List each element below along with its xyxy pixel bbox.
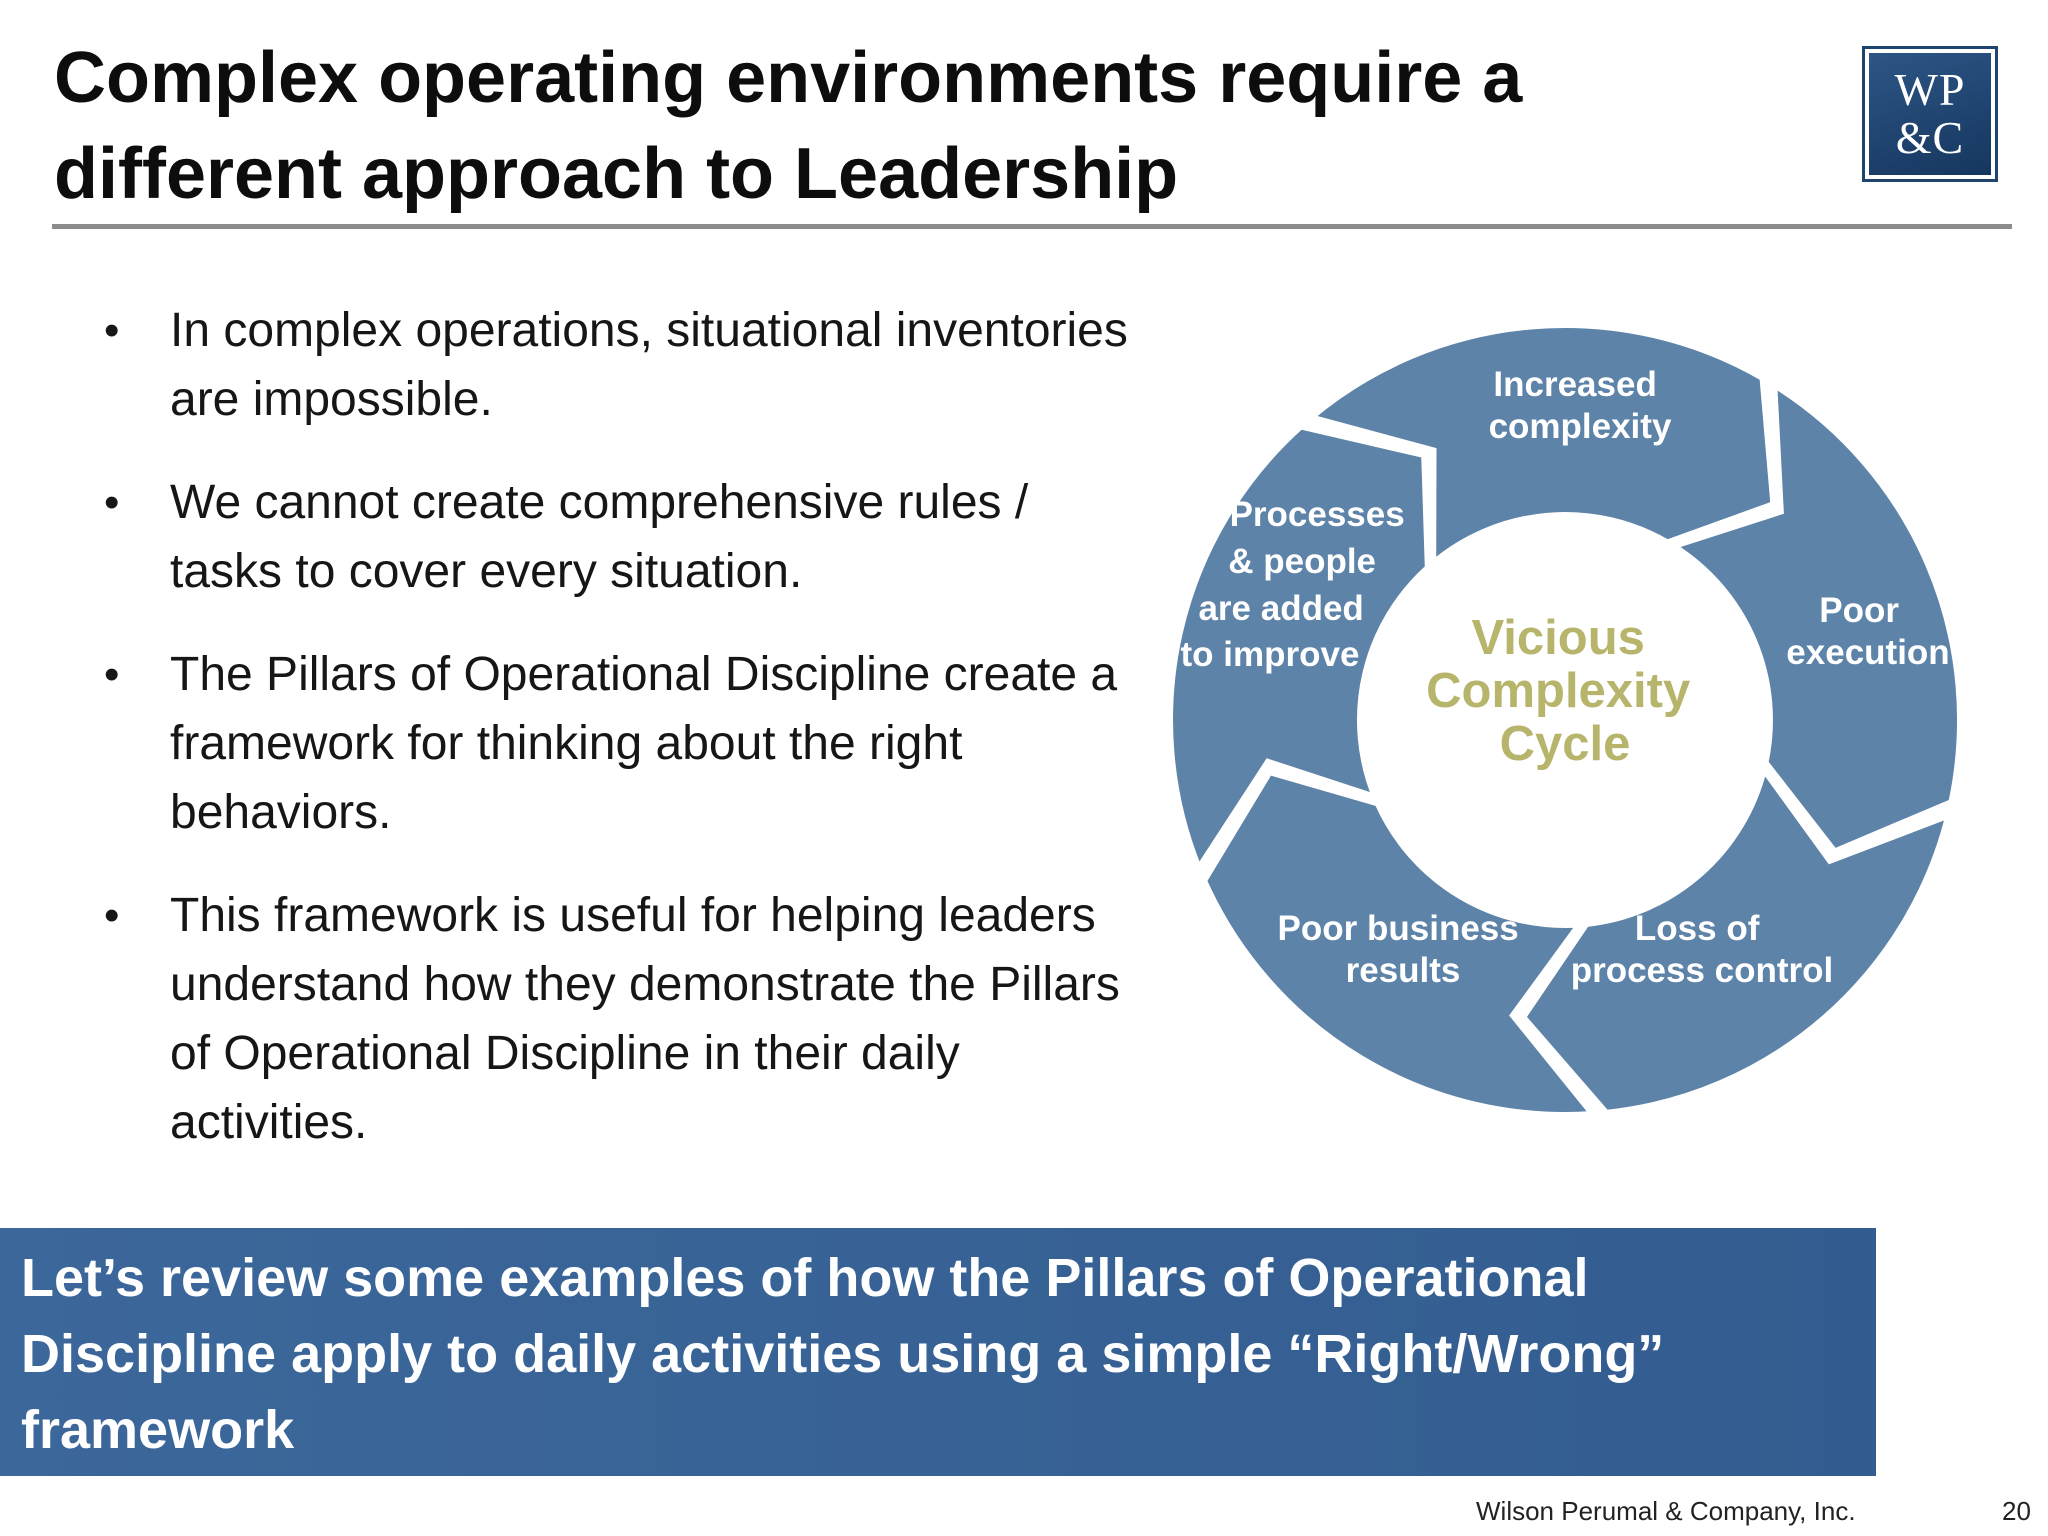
callout-line-3: framework <box>21 1400 295 1460</box>
cycle-center-line-1: Vicious <box>1471 611 1644 665</box>
step-5-line-1: Processes <box>1230 495 1405 534</box>
footer-page-number: 20 <box>2002 1496 2031 1526</box>
cycle-segments <box>1167 321 1964 1118</box>
footer-company-name: Wilson Perumal & Company, Inc. <box>1476 1496 1856 1526</box>
company-logo: WP &C <box>1862 46 1998 182</box>
segment-poor-business-results <box>1200 768 1599 1118</box>
segment-loss-of-process-control <box>1519 762 1953 1116</box>
bullet-text: In complex operations, situational inven… <box>170 304 1128 426</box>
step-5-line-3: are added <box>1198 589 1363 628</box>
bullet-text: The Pillars of Operational Discipline cr… <box>170 648 1118 839</box>
step-3-line-2: process control <box>1571 951 1834 990</box>
segment-increased-complexity <box>1304 321 1777 570</box>
bullet-dot-icon: • <box>104 478 120 527</box>
vicious-complexity-cycle-diagram: Increased complexity Poor execution Loss… <box>1167 321 1964 1118</box>
slide-title: Complex operating environments require a… <box>54 30 1754 222</box>
cycle-center-line-2: Complexity <box>1426 664 1690 718</box>
bullet-dot-icon: • <box>104 306 120 355</box>
step-loss-of-process-control-label: Loss of process control <box>1571 909 1834 990</box>
slide-title-line-2: different approach to Leadership <box>54 134 1179 214</box>
bullet-item: • The Pillars of Operational Discipline … <box>104 640 1144 847</box>
slide-title-line-1: Complex operating environments require a <box>54 38 1523 118</box>
cycle-center-line-3: Cycle <box>1500 717 1631 771</box>
step-1-line-1: Increased <box>1493 365 1656 404</box>
bullet-item: • This framework is useful for helping l… <box>104 881 1144 1157</box>
step-4-line-2: results <box>1346 951 1461 990</box>
bullet-list: • In complex operations, situational inv… <box>104 296 1144 1191</box>
step-2-line-1: Poor <box>1819 591 1899 630</box>
step-increased-complexity-label: Increased complexity <box>1489 365 1672 446</box>
cycle-center-title: Vicious Complexity Cycle <box>1426 611 1704 771</box>
bullet-text: This framework is useful for helping lea… <box>170 889 1120 1149</box>
logo-text-line-1: WP <box>1894 64 1966 115</box>
bullet-item: • We cannot create comprehensive rules /… <box>104 468 1144 606</box>
bullet-dot-icon: • <box>104 650 120 699</box>
step-processes-and-people-added-label: Processes & people are added to improve <box>1181 495 1415 674</box>
segment-poor-execution <box>1666 379 1964 856</box>
bullet-item: • In complex operations, situational inv… <box>104 296 1144 434</box>
step-5-line-4: to improve <box>1181 635 1360 674</box>
bullet-text: We cannot create comprehensive rules / t… <box>170 476 1029 598</box>
callout-line-1: Let’s review some examples of how the Pi… <box>21 1248 1589 1308</box>
callout-banner: Let’s review some examples of how the Pi… <box>0 1228 1876 1476</box>
step-1-line-2: complexity <box>1489 407 1672 446</box>
bullet-dot-icon: • <box>104 891 120 940</box>
step-poor-execution-label: Poor execution <box>1786 591 1949 672</box>
step-4-line-1: Poor business <box>1278 909 1519 948</box>
step-5-line-2: & people <box>1228 542 1376 581</box>
step-3-line-1: Loss of <box>1635 909 1760 948</box>
callout-line-2: Discipline apply to daily activities usi… <box>21 1324 1665 1384</box>
logo-text-line-2: &C <box>1895 112 1965 163</box>
segment-processes-and-people-added <box>1167 423 1431 875</box>
company-logo-mark: WP &C <box>1869 53 1991 175</box>
step-2-line-2: execution <box>1786 633 1949 672</box>
step-poor-business-results-label: Poor business results <box>1278 909 1529 990</box>
title-divider <box>52 224 2012 229</box>
